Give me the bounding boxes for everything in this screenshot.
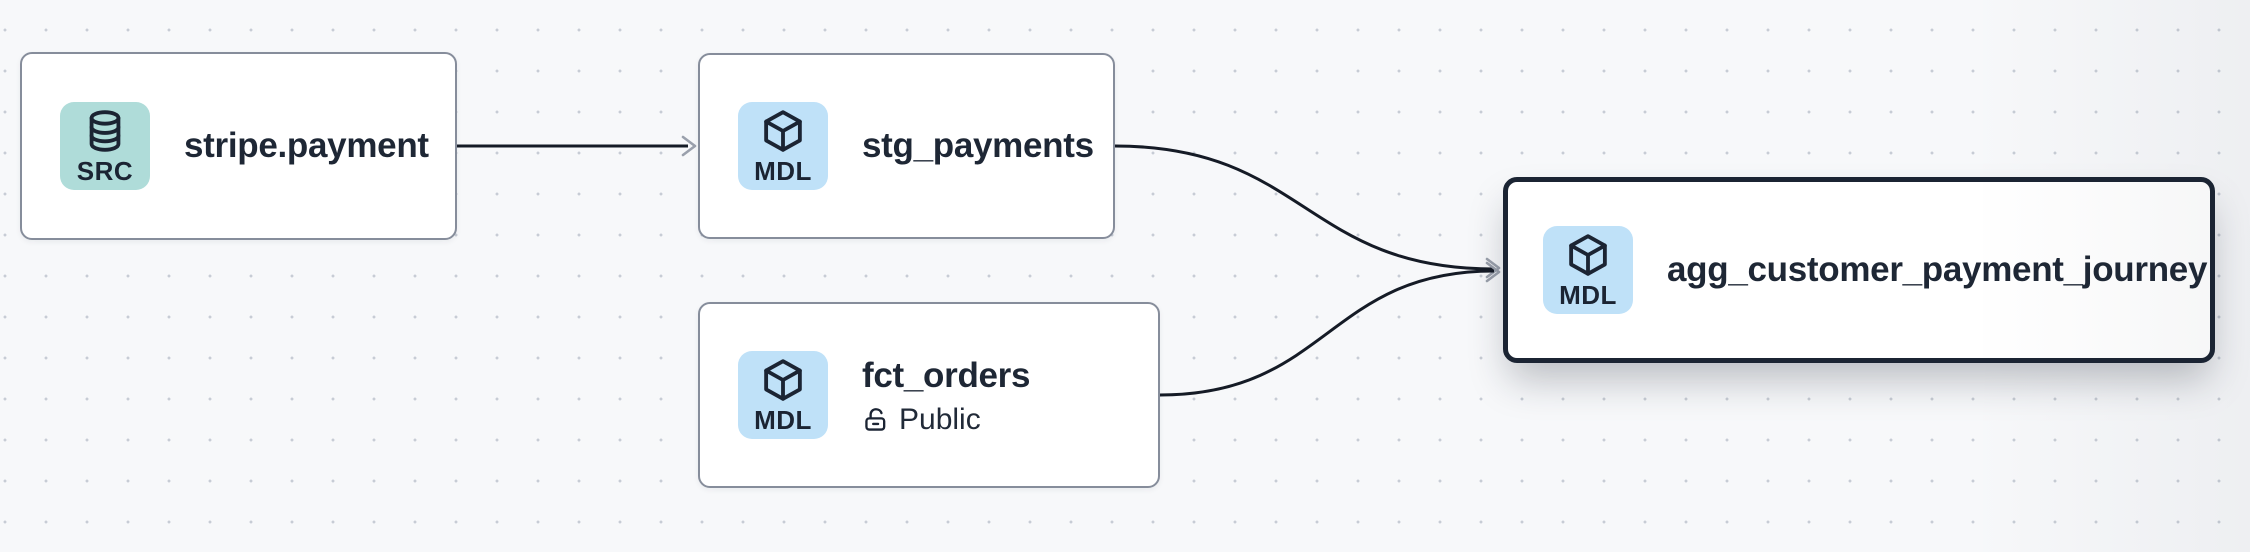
- edge-fct-orders-to-agg-customer-payment-journey[interactable]: [1159, 269, 1495, 397]
- lock-open-icon: [865, 407, 886, 431]
- access-label: Public: [899, 403, 981, 437]
- badge-label: MDL: [754, 405, 812, 435]
- cube-icon: [1569, 234, 1607, 276]
- edge-stg-payments-to-agg-customer-payment-journey[interactable]: [1114, 144, 1495, 271]
- cube-icon: [764, 359, 802, 401]
- node-title: stripe.payment: [184, 126, 429, 166]
- node-title: stg_payments: [862, 126, 1094, 166]
- node-agg-customer-payment-journey[interactable]: MDL agg_customer_payment_journey: [1503, 177, 2215, 363]
- badge-label: MDL: [1559, 280, 1617, 310]
- node-fct-orders[interactable]: MDL fct_orders Public: [698, 302, 1160, 488]
- resource-type-badge-model: MDL: [738, 351, 828, 439]
- node-title: agg_customer_payment_journey: [1667, 250, 2208, 290]
- badge-label: MDL: [754, 156, 812, 186]
- resource-type-badge-model: MDL: [738, 102, 828, 190]
- arrowhead-icon: [1485, 257, 1501, 279]
- node-title: fct_orders: [862, 355, 1031, 395]
- badge-label: SRC: [76, 156, 134, 186]
- cube-icon: [764, 110, 802, 152]
- arrowhead-icon: [681, 135, 697, 157]
- arrowhead-icon: [1485, 261, 1501, 283]
- resource-type-badge-model: MDL: [1543, 226, 1633, 314]
- database-icon: [89, 110, 121, 152]
- resource-type-badge-source: SRC: [60, 102, 150, 190]
- access-badge: Public: [862, 403, 1030, 436]
- node-stripe-payment[interactable]: SRC stripe.payment: [20, 52, 457, 240]
- node-stg-payments[interactable]: MDL stg_payments: [698, 53, 1115, 239]
